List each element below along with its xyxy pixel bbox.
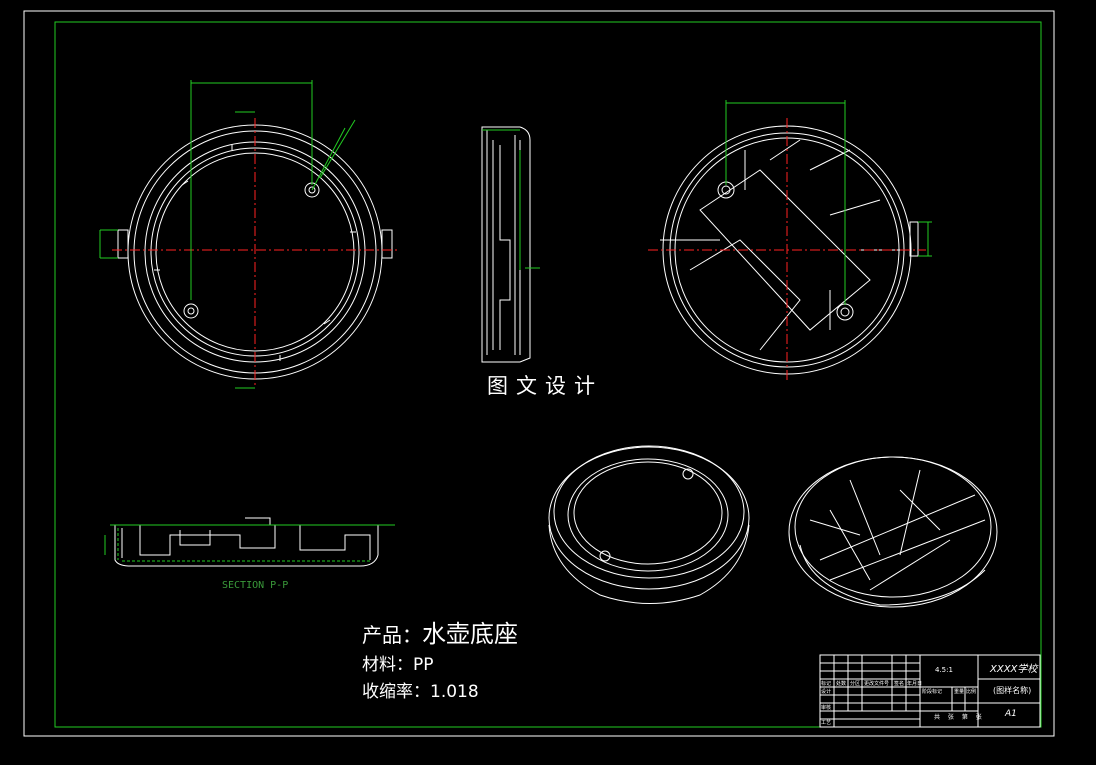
material-value: PP — [413, 655, 434, 675]
isometric-view-top — [548, 445, 750, 604]
bottom-view-dimensions — [725, 100, 932, 305]
tb-col-label: 分区 — [850, 681, 861, 687]
product-value: 水壶底座 — [422, 620, 518, 648]
tb-col-label: 年月日 — [907, 681, 923, 687]
material-label: 材料： — [362, 655, 413, 675]
section-pp-label: SECTION P-P — [222, 580, 289, 591]
shrink-line: 收缩率：1.018 — [362, 677, 479, 702]
title-block-scale: 4.5:1 — [935, 666, 953, 674]
product-label: 产品： — [362, 623, 422, 647]
tb-row-label: 审核 — [821, 705, 832, 711]
material-line: 材料：PP — [362, 650, 434, 675]
shrink-label: 收缩率： — [362, 682, 430, 702]
outer-frame — [23, 10, 1055, 737]
shrink-value: 1.018 — [430, 682, 479, 702]
product-line: 产品：水壶底座 — [362, 614, 518, 649]
tb-row-label: 设计 — [821, 689, 832, 695]
section-pp-view — [114, 517, 379, 567]
tb-row-label: 标记 — [821, 681, 832, 687]
tb-stage-label: 阶段标记 — [922, 689, 943, 695]
tb-col-label: 处数 — [836, 681, 847, 687]
tb-col-label: 签名 — [894, 681, 905, 687]
isometric-view-bottom — [788, 456, 998, 608]
tb-row-label: 工艺 — [821, 720, 832, 726]
inner-frame — [54, 21, 1042, 728]
side-section-dimensions — [482, 129, 540, 270]
title-block-size: A1 — [1005, 709, 1017, 719]
top-view-centerlines — [112, 118, 398, 385]
title-block-school: XXXX学校 — [990, 664, 1038, 675]
side-section-view — [481, 126, 531, 363]
watermark-text: 图文设计 — [487, 374, 603, 398]
title-block-sheets: 共 张 第 张 — [934, 714, 985, 721]
bottom-view-centerlines — [648, 118, 926, 380]
top-view-dimensions — [99, 80, 356, 389]
tb-stage-label: 比例 — [966, 689, 977, 695]
title-block-drawing-name: (图样名称) — [993, 686, 1032, 695]
tb-stage-label: 重量 — [954, 689, 965, 695]
title-block — [819, 654, 1041, 728]
tb-col-label: 更改文件号 — [864, 681, 890, 687]
section-pp-hatch — [104, 524, 395, 562]
